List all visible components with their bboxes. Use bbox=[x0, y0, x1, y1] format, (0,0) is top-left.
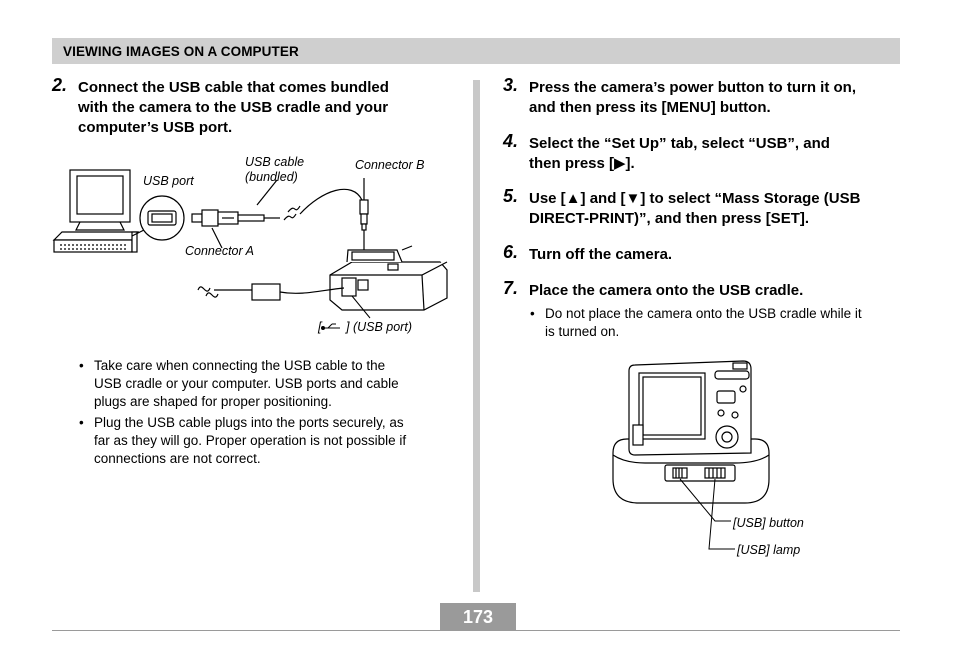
left-notes-list: Take care when connecting the USB cable … bbox=[78, 357, 458, 471]
step-number: 6. bbox=[503, 242, 519, 262]
step-line: Use [▲] and [▼] to select “Mass Storage … bbox=[529, 190, 861, 207]
step-line: DIRECT-PRINT)”, and then press [SET]. bbox=[529, 210, 810, 227]
step-number: 4. bbox=[503, 131, 519, 151]
list-item: Plug the USB cable plugs into the ports … bbox=[78, 414, 458, 468]
section-header: VIEWING IMAGES ON A COMPUTER bbox=[52, 38, 900, 64]
connector-a-label: Connector A bbox=[185, 244, 255, 258]
step-number: 2. bbox=[52, 75, 68, 95]
note-line: Take care when connecting the USB cable … bbox=[94, 358, 386, 373]
step-number: 5. bbox=[503, 186, 519, 206]
step-line: Place the camera onto the USB cradle. bbox=[529, 282, 804, 299]
usb-cable-label-bundled: (bundled) bbox=[245, 170, 298, 184]
camera-on-cradle-illustration bbox=[612, 360, 770, 550]
step-text: Use [▲] and [▼] to select “Mass Storage … bbox=[529, 189, 860, 229]
step-line: Select the “Set Up” tab, select “USB”, a… bbox=[529, 135, 830, 152]
step-text: Connect the USB cable that comes bundled… bbox=[78, 78, 389, 138]
step-text: Turn off the camera. bbox=[529, 245, 672, 265]
camera-icon bbox=[628, 360, 752, 456]
connector-b-plug bbox=[359, 199, 369, 250]
usb-lamp-label: [USB] lamp bbox=[737, 543, 801, 557]
step-line: then press [▶]. bbox=[529, 155, 635, 172]
step-text: Press the camera’s power button to turn … bbox=[529, 78, 856, 118]
column-divider bbox=[473, 80, 480, 592]
list-item: Do not place the camera onto the USB cra… bbox=[529, 305, 909, 341]
step-line: Connect the USB cable that comes bundled bbox=[78, 79, 389, 96]
step-number: 3. bbox=[503, 75, 519, 95]
usb-cradle-icon bbox=[612, 438, 770, 504]
usb-port-bracket-open: [ bbox=[318, 320, 322, 334]
connector-a-plug bbox=[191, 209, 280, 249]
usb-symbol-icon bbox=[321, 323, 340, 330]
step-line: computer’s USB port. bbox=[78, 119, 233, 136]
usb-button-label: [USB] button bbox=[733, 516, 804, 530]
label-leaders bbox=[679, 478, 735, 550]
page-number: 173 bbox=[440, 603, 516, 631]
computer-icon bbox=[52, 169, 140, 253]
step-line: and then press its [MENU] button. bbox=[529, 99, 771, 116]
usb-port-cradle-label: ] (USB port) bbox=[346, 320, 412, 334]
usb-connection-illustration bbox=[52, 169, 448, 330]
note-line: plugs are shaped for proper positioning. bbox=[94, 394, 332, 409]
step-line: Turn off the camera. bbox=[529, 246, 673, 263]
step-number: 7. bbox=[503, 278, 519, 298]
right-notes-list: Do not place the camera onto the USB cra… bbox=[529, 305, 909, 344]
note-line: Plug the USB cable plugs into the ports … bbox=[94, 415, 404, 430]
usb-button-icon bbox=[672, 467, 688, 479]
note-line: USB cradle or your computer. USB ports a… bbox=[94, 376, 399, 391]
usb-cable-lower bbox=[197, 283, 345, 301]
connector-b-label: Connector B bbox=[355, 158, 425, 172]
usb-connection-diagram: USB port USB cable (bundled) Connector B… bbox=[52, 150, 452, 345]
step-line: Press the camera’s power button to turn … bbox=[529, 79, 856, 96]
note-line: is turned on. bbox=[545, 324, 620, 339]
usb-cable-label: USB cable bbox=[245, 155, 305, 169]
usb-port-label: USB port bbox=[143, 174, 194, 188]
usb-cable-upper bbox=[256, 178, 365, 221]
section-title: VIEWING IMAGES ON A COMPUTER bbox=[63, 44, 299, 59]
step-text: Place the camera onto the USB cradle. bbox=[529, 281, 803, 301]
usb-port-zoom bbox=[131, 195, 185, 241]
camera-cradle-diagram: [USB] button [USB] lamp bbox=[605, 355, 835, 565]
note-line: far as they will go. Proper operation is… bbox=[94, 433, 407, 448]
usb-cradle-icon bbox=[329, 245, 448, 311]
note-line: connections are not correct. bbox=[94, 451, 261, 466]
list-item: Take care when connecting the USB cable … bbox=[78, 357, 458, 411]
note-line: Do not place the camera onto the USB cra… bbox=[545, 306, 862, 321]
usb-port-leader bbox=[351, 295, 371, 319]
step-line: with the camera to the USB cradle and yo… bbox=[78, 99, 389, 116]
step-text: Select the “Set Up” tab, select “USB”, a… bbox=[529, 134, 830, 174]
usb-lamp-icon bbox=[704, 467, 726, 479]
footer-rule bbox=[52, 630, 900, 631]
